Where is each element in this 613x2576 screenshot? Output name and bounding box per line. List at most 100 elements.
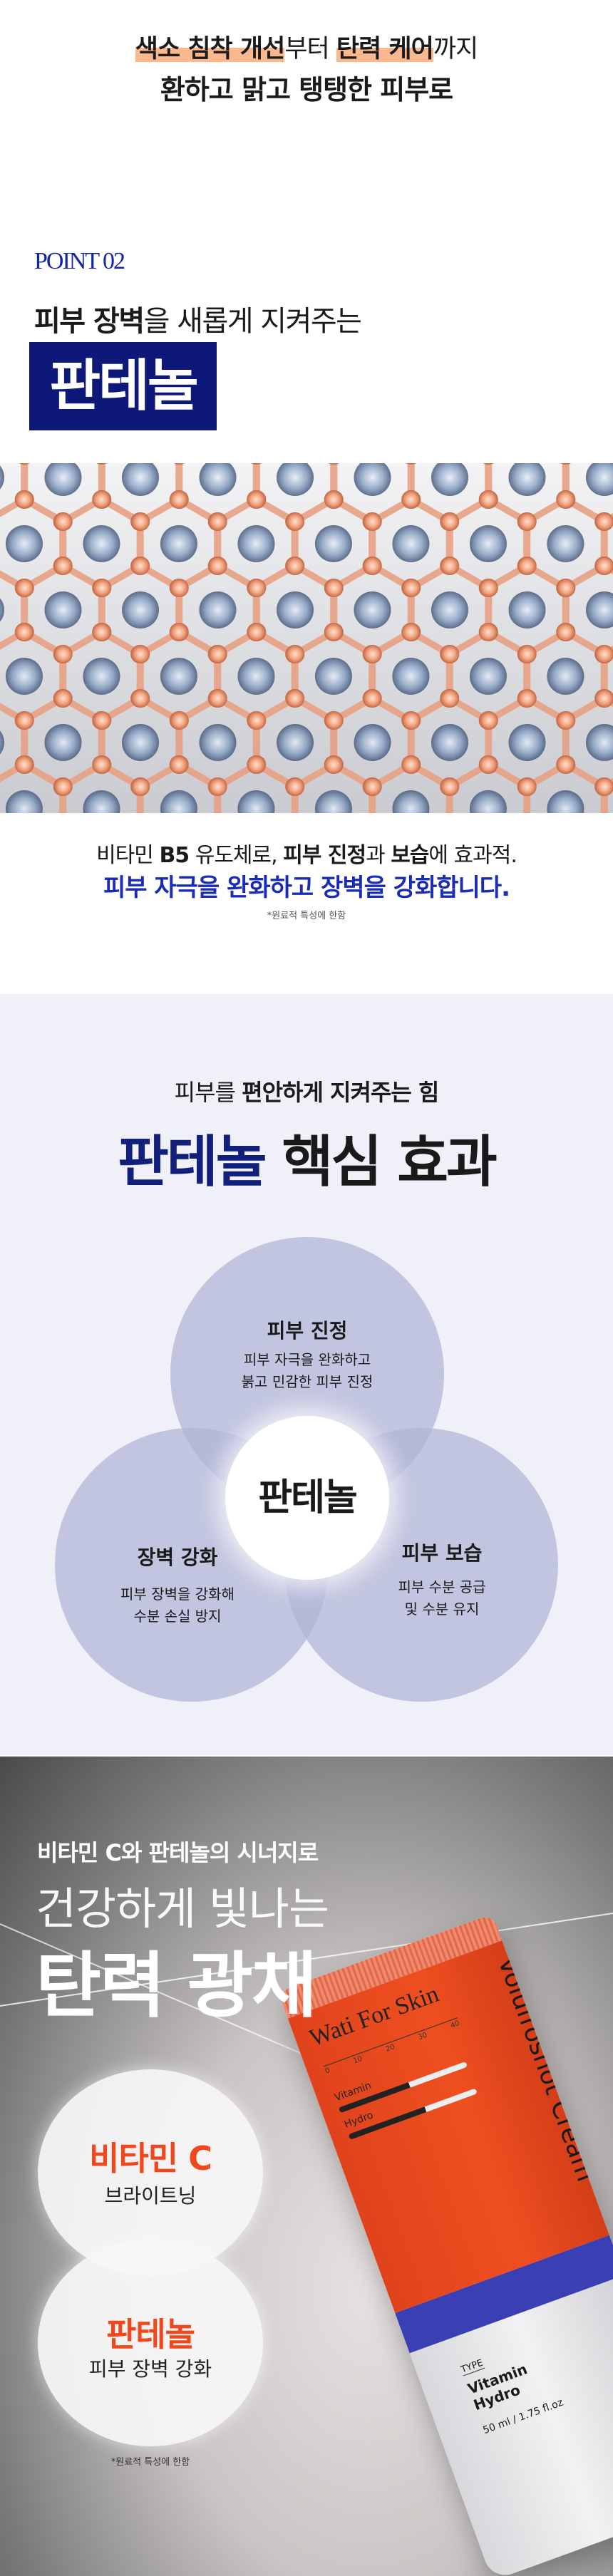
water-sphere	[237, 658, 275, 695]
water-sphere	[160, 658, 197, 695]
t: 20	[384, 2043, 396, 2054]
effects-title: 판테놀 핵심 효과	[0, 1117, 613, 1197]
panthenol-sub: 피부 장벽 강화	[88, 2357, 212, 2381]
t: 피부 장벽을 강화해	[120, 1586, 235, 1603]
atom	[131, 512, 150, 531]
atom	[19, 463, 30, 465]
atom	[557, 579, 576, 597]
atom	[483, 463, 494, 465]
t: 보습	[391, 843, 429, 868]
water-sphere	[0, 465, 4, 490]
atom	[53, 645, 73, 663]
atom	[517, 777, 537, 796]
atom	[324, 623, 343, 641]
atom	[53, 512, 73, 531]
atom	[324, 579, 344, 597]
t: 수분 손실 방지	[133, 1608, 222, 1625]
atom	[363, 512, 382, 531]
atom	[252, 463, 262, 465]
atom	[441, 645, 460, 663]
intro-text: 까지	[433, 35, 478, 63]
water-sphere	[237, 790, 275, 813]
water-sphere	[314, 658, 352, 695]
water-sphere	[277, 591, 314, 629]
water-sphere	[314, 525, 352, 562]
atom	[286, 512, 305, 531]
water-sphere	[5, 525, 43, 562]
water-sphere	[508, 591, 546, 629]
water-sphere	[237, 525, 275, 562]
atom	[363, 645, 382, 663]
atom	[441, 689, 459, 708]
water-sphere	[199, 591, 237, 629]
t: 판테놀	[118, 1130, 267, 1194]
atom	[169, 623, 188, 641]
venn-center: 판테놀	[225, 1416, 389, 1580]
panthenol-title: 판테놀	[106, 2315, 195, 2354]
water-sphere	[199, 724, 237, 761]
atom	[324, 755, 343, 774]
atom	[247, 623, 266, 641]
atom	[517, 557, 537, 575]
atom	[517, 689, 537, 708]
atom	[324, 490, 343, 509]
intro-text: 부터	[284, 35, 336, 63]
atom	[169, 490, 188, 509]
panthenol-badge: 판테놀	[29, 342, 217, 430]
atom	[247, 490, 266, 509]
t: 피부 수분 공급	[398, 1578, 486, 1595]
molecule-image	[0, 463, 613, 813]
water-sphere	[431, 591, 468, 629]
atom	[92, 623, 111, 641]
water-sphere	[469, 525, 507, 562]
atom	[14, 490, 34, 509]
atom	[208, 512, 227, 531]
synergy-line-1: 비타민 C와 판테놀의 시너지로	[37, 1839, 319, 1866]
atom	[247, 711, 267, 730]
water-sphere	[354, 724, 391, 761]
water-sphere	[586, 591, 613, 629]
point-label: POINT 02	[34, 248, 125, 274]
atom	[208, 645, 227, 663]
water-sphere	[199, 463, 237, 496]
atom	[247, 579, 267, 597]
atom	[402, 579, 421, 597]
t: 붉고 민감한 피부 진정	[241, 1373, 374, 1390]
water-sphere	[392, 525, 430, 562]
atom	[324, 711, 344, 730]
atom	[595, 512, 613, 531]
atom	[561, 463, 572, 465]
atom	[97, 463, 108, 465]
atom	[441, 777, 460, 796]
water-sphere	[392, 790, 430, 813]
atom	[595, 645, 613, 663]
synergy-title: 탄력 광채	[36, 1944, 317, 2027]
atom	[169, 755, 188, 774]
atom	[478, 755, 498, 774]
t: 피부 진정	[283, 843, 366, 868]
water-sphere	[83, 525, 120, 562]
atom	[53, 777, 73, 796]
water-sphere	[469, 658, 507, 695]
point-heading: 피부 장벽을 새롭게 지켜주는	[34, 298, 362, 339]
water-sphere	[547, 790, 584, 813]
atom	[402, 711, 421, 730]
t: 피부를	[174, 1079, 242, 1106]
water-sphere	[277, 724, 314, 761]
water-sphere	[547, 658, 584, 695]
t: 핵심 효과	[264, 1130, 498, 1194]
atom	[556, 623, 575, 641]
atom	[170, 711, 189, 730]
t: 과	[366, 843, 391, 868]
t: 0	[324, 2067, 331, 2076]
water-sphere	[5, 790, 43, 813]
atom	[595, 689, 613, 708]
atom	[363, 557, 382, 575]
atom	[286, 689, 304, 708]
atom	[557, 711, 576, 730]
water-sphere	[508, 463, 546, 496]
atom	[401, 623, 421, 641]
water-sphere	[547, 525, 584, 562]
